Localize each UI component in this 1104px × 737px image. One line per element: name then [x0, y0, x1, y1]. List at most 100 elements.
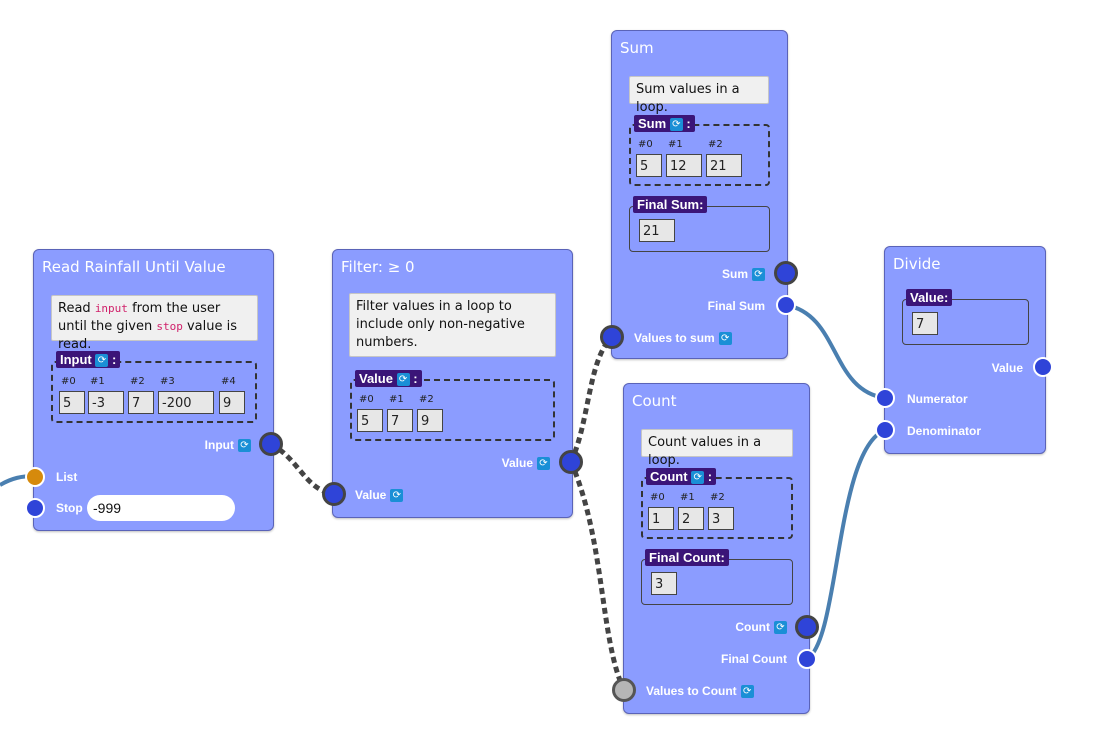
output-port-value[interactable] [559, 450, 583, 474]
output-port-sum[interactable] [774, 261, 798, 285]
port-label-value-out: Value [991, 361, 1023, 375]
input-port-numerator[interactable] [875, 388, 895, 408]
index-label: #3 [160, 376, 175, 387]
count-loop-group: Count ⟳ : #0 #1 #2 1 2 3 [641, 468, 793, 539]
group-label: Input ⟳ : [56, 351, 121, 369]
node-description: Count values in a loop. [641, 429, 793, 468]
index-label: #0 [638, 139, 653, 150]
loop-icon: ⟳ [691, 471, 705, 485]
node-title: Read Rainfall Until Value [42, 258, 226, 276]
index-label: #0 [650, 492, 665, 503]
index-label: #4 [221, 376, 236, 387]
index-label: #2 [130, 376, 145, 387]
output-port-value[interactable] [1033, 357, 1053, 377]
final-sum-value: 21 [639, 219, 675, 242]
index-label: #1 [668, 139, 683, 150]
index-label: #1 [90, 376, 105, 387]
port-label-numerator: Numerator [907, 392, 968, 406]
wire-filter-to-count [568, 461, 627, 692]
output-port-final-count[interactable] [797, 649, 817, 669]
node-sum[interactable]: Sum Sum values in a loop. Sum ⟳ : #0 #1 … [611, 30, 788, 359]
loop-icon: ⟳ [95, 354, 109, 368]
loop-icon: ⟳ [396, 373, 410, 387]
value-cell: 2 [678, 507, 704, 530]
port-label-denominator: Denominator [907, 424, 982, 438]
node-title: Sum [620, 39, 654, 57]
port-label-value-out: Value⟳ [502, 456, 550, 471]
loop-icon: ⟳ [537, 457, 550, 471]
final-sum-label: Final Sum: [633, 196, 708, 213]
index-label: #2 [710, 492, 725, 503]
port-label-count: Count⟳ [735, 620, 787, 635]
value-cell: 5 [59, 391, 85, 414]
value-cell: 7 [387, 409, 413, 432]
input-port-stop[interactable] [25, 498, 45, 518]
value-cell: 21 [706, 154, 742, 177]
value-cell: -3 [88, 391, 124, 414]
index-label: #2 [419, 394, 434, 405]
value-cell: 9 [219, 391, 245, 414]
index-label: #0 [359, 394, 374, 405]
input-port-values-to-sum[interactable] [600, 325, 624, 349]
port-label-values-to-count: Values to Count⟳ [646, 684, 754, 699]
wire-filter-to-sum [568, 335, 614, 464]
loop-icon: ⟳ [774, 621, 787, 635]
final-count-box: Final Count: 3 [641, 549, 793, 605]
group-label: Value ⟳ : [355, 370, 422, 388]
index-label: #1 [680, 492, 695, 503]
divide-value: 7 [912, 312, 938, 335]
index-label: #0 [61, 376, 76, 387]
final-count-label: Final Count: [645, 549, 729, 566]
node-title: Filter: ≥ 0 [341, 258, 415, 276]
loop-icon: ⟳ [740, 685, 754, 699]
input-port-value[interactable] [322, 482, 346, 506]
node-filter[interactable]: Filter: ≥ 0 Filter values in a loop to i… [332, 249, 573, 518]
port-label-final-sum: Final Sum [707, 299, 765, 313]
loop-icon: ⟳ [238, 439, 251, 453]
node-title: Divide [893, 255, 941, 273]
node-read-rainfall[interactable]: Read Rainfall Until Value Read input fro… [33, 249, 274, 531]
port-label-stop: Stop [56, 501, 83, 515]
value-cell: 5 [357, 409, 383, 432]
sum-loop-group: Sum ⟳ : #0 #1 #2 5 12 21 [629, 115, 770, 186]
index-label: #1 [389, 394, 404, 405]
value-cell: 1 [648, 507, 674, 530]
node-count[interactable]: Count Count values in a loop. Count ⟳ : … [623, 383, 810, 714]
output-port-final-sum[interactable] [776, 295, 796, 315]
input-port-values-to-count[interactable] [612, 678, 636, 702]
input-loop-group: Input ⟳ : #0 #1 #2 #3 #4 5 -3 7 -200 9 [51, 351, 257, 423]
loop-icon: ⟳ [718, 332, 732, 346]
value-cell: 12 [666, 154, 702, 177]
node-description: Sum values in a loop. [629, 76, 769, 115]
value-box: Value: 7 [902, 289, 1029, 345]
port-label-final-count: Final Count [721, 652, 787, 666]
group-label: Sum ⟳ : [634, 115, 695, 133]
value-cell: 3 [708, 507, 734, 530]
loop-icon: ⟳ [752, 268, 765, 282]
input-port-denominator[interactable] [875, 420, 895, 440]
port-label-list: List [56, 470, 78, 484]
output-port-count[interactable] [795, 615, 819, 639]
node-description: Read input from the user until the given… [51, 295, 258, 352]
loop-icon: ⟳ [390, 489, 404, 503]
node-title: Count [632, 392, 677, 410]
value-cell: 9 [417, 409, 443, 432]
value-loop-group: Value ⟳ : #0 #1 #2 5 7 9 [350, 370, 555, 441]
group-label: Count ⟳ : [646, 468, 717, 486]
index-label: #2 [708, 139, 723, 150]
node-divide[interactable]: Divide Value: 7 Value Numerator Denomina… [884, 246, 1046, 454]
stop-value-input[interactable] [87, 495, 235, 521]
value-cell: 7 [128, 391, 154, 414]
final-count-value: 3 [651, 572, 677, 595]
output-port-input[interactable] [259, 432, 283, 456]
port-label-values-to-sum: Values to sum⟳ [634, 331, 732, 346]
port-label-sum: Sum⟳ [722, 267, 765, 282]
value-cell: -200 [158, 391, 214, 414]
node-description: Filter values in a loop to include only … [349, 293, 556, 357]
loop-icon: ⟳ [669, 118, 683, 132]
port-label-input: Input⟳ [205, 438, 251, 453]
port-label-value-in: Value⟳ [355, 488, 404, 503]
value-label: Value: [906, 289, 953, 306]
value-cell: 5 [636, 154, 662, 177]
input-port-list[interactable] [25, 467, 45, 487]
